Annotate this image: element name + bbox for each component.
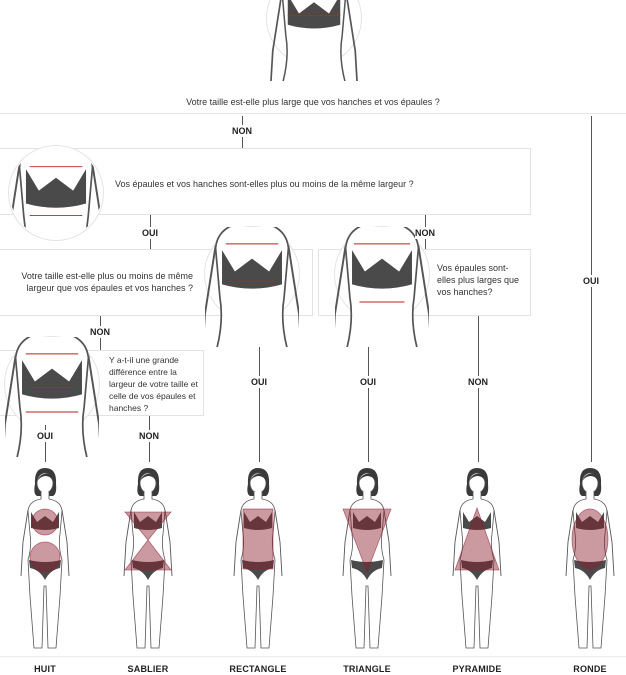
shape-label-pyramide: PYRAMIDE [452, 664, 502, 674]
body-shape-figure-rectangle [223, 464, 293, 659]
shape-label-huit: HUIT [34, 664, 56, 674]
shape-label-sablier: SABLIER [127, 664, 169, 674]
answer-label-non: NON [139, 430, 159, 442]
triangle-question-figure [329, 154, 435, 543]
answer-label-non: NON [232, 125, 252, 137]
answer-label-non: NON [90, 326, 110, 338]
shape-overlay-icon [571, 508, 609, 570]
question-1: Votre taille est-elle plus large que vos… [186, 97, 440, 107]
body-figure-icon [565, 467, 615, 649]
answer-label-oui: OUI [359, 376, 377, 388]
body-shape-figure-ronde [555, 464, 625, 659]
shape-label-ronde: RONDE [573, 664, 607, 674]
question-3: Votre taille est-elle plus ou moins de m… [21, 271, 193, 293]
question-5: Y a-t-il une grande différence entre la … [109, 355, 198, 413]
body-figure-icon [123, 467, 173, 649]
answer-label-non: NON [468, 376, 488, 388]
body-figure-icon [0, 264, 105, 653]
body-shape-figure-sablier [113, 464, 183, 659]
shape-label-triangle: TRIANGLE [343, 664, 391, 674]
divider [0, 113, 626, 114]
body-figure-icon [20, 467, 70, 649]
rectangle-question-figure [199, 154, 305, 543]
question-5-figure [0, 264, 105, 653]
shape-overlay-icon [29, 508, 61, 573]
answer-label-oui: OUI [36, 430, 54, 442]
answer-label-oui: OUI [582, 275, 600, 287]
question-2: Vos épaules et vos hanches sont-elles pl… [115, 179, 414, 189]
body-shape-figure-huit [10, 464, 80, 659]
body-figure-icon [199, 154, 305, 543]
connector-line [478, 316, 479, 462]
shape-label-rectangle: RECTANGLE [229, 664, 287, 674]
body-figure-icon [329, 154, 435, 543]
shape-overlay-icon [342, 508, 392, 574]
connector-line [45, 425, 46, 462]
answer-label-non: NON [415, 227, 435, 239]
body-figure-icon [9, 146, 103, 240]
body-shape-figure-pyramide [442, 464, 512, 659]
body-figure-icon [233, 467, 283, 649]
shape-overlay-icon [454, 506, 500, 571]
answer-label-oui: OUI [141, 227, 159, 239]
connector-line [591, 116, 592, 462]
answer-label-oui: OUI [250, 376, 268, 388]
body-figure-icon [342, 467, 392, 649]
divider [0, 656, 626, 657]
top-figure-circle [266, 0, 362, 81]
body-figure-icon [268, 0, 360, 81]
shape-overlay-icon [242, 508, 274, 570]
connector-line [259, 316, 260, 462]
body-shape-figure-triangle [332, 464, 402, 659]
question-2-figure [8, 145, 104, 241]
shape-overlay-icon [124, 511, 172, 571]
body-figure-icon [452, 467, 502, 649]
connector-line [368, 316, 369, 462]
question-4: Vos épaules sont-elles plus larges que v… [437, 263, 520, 297]
